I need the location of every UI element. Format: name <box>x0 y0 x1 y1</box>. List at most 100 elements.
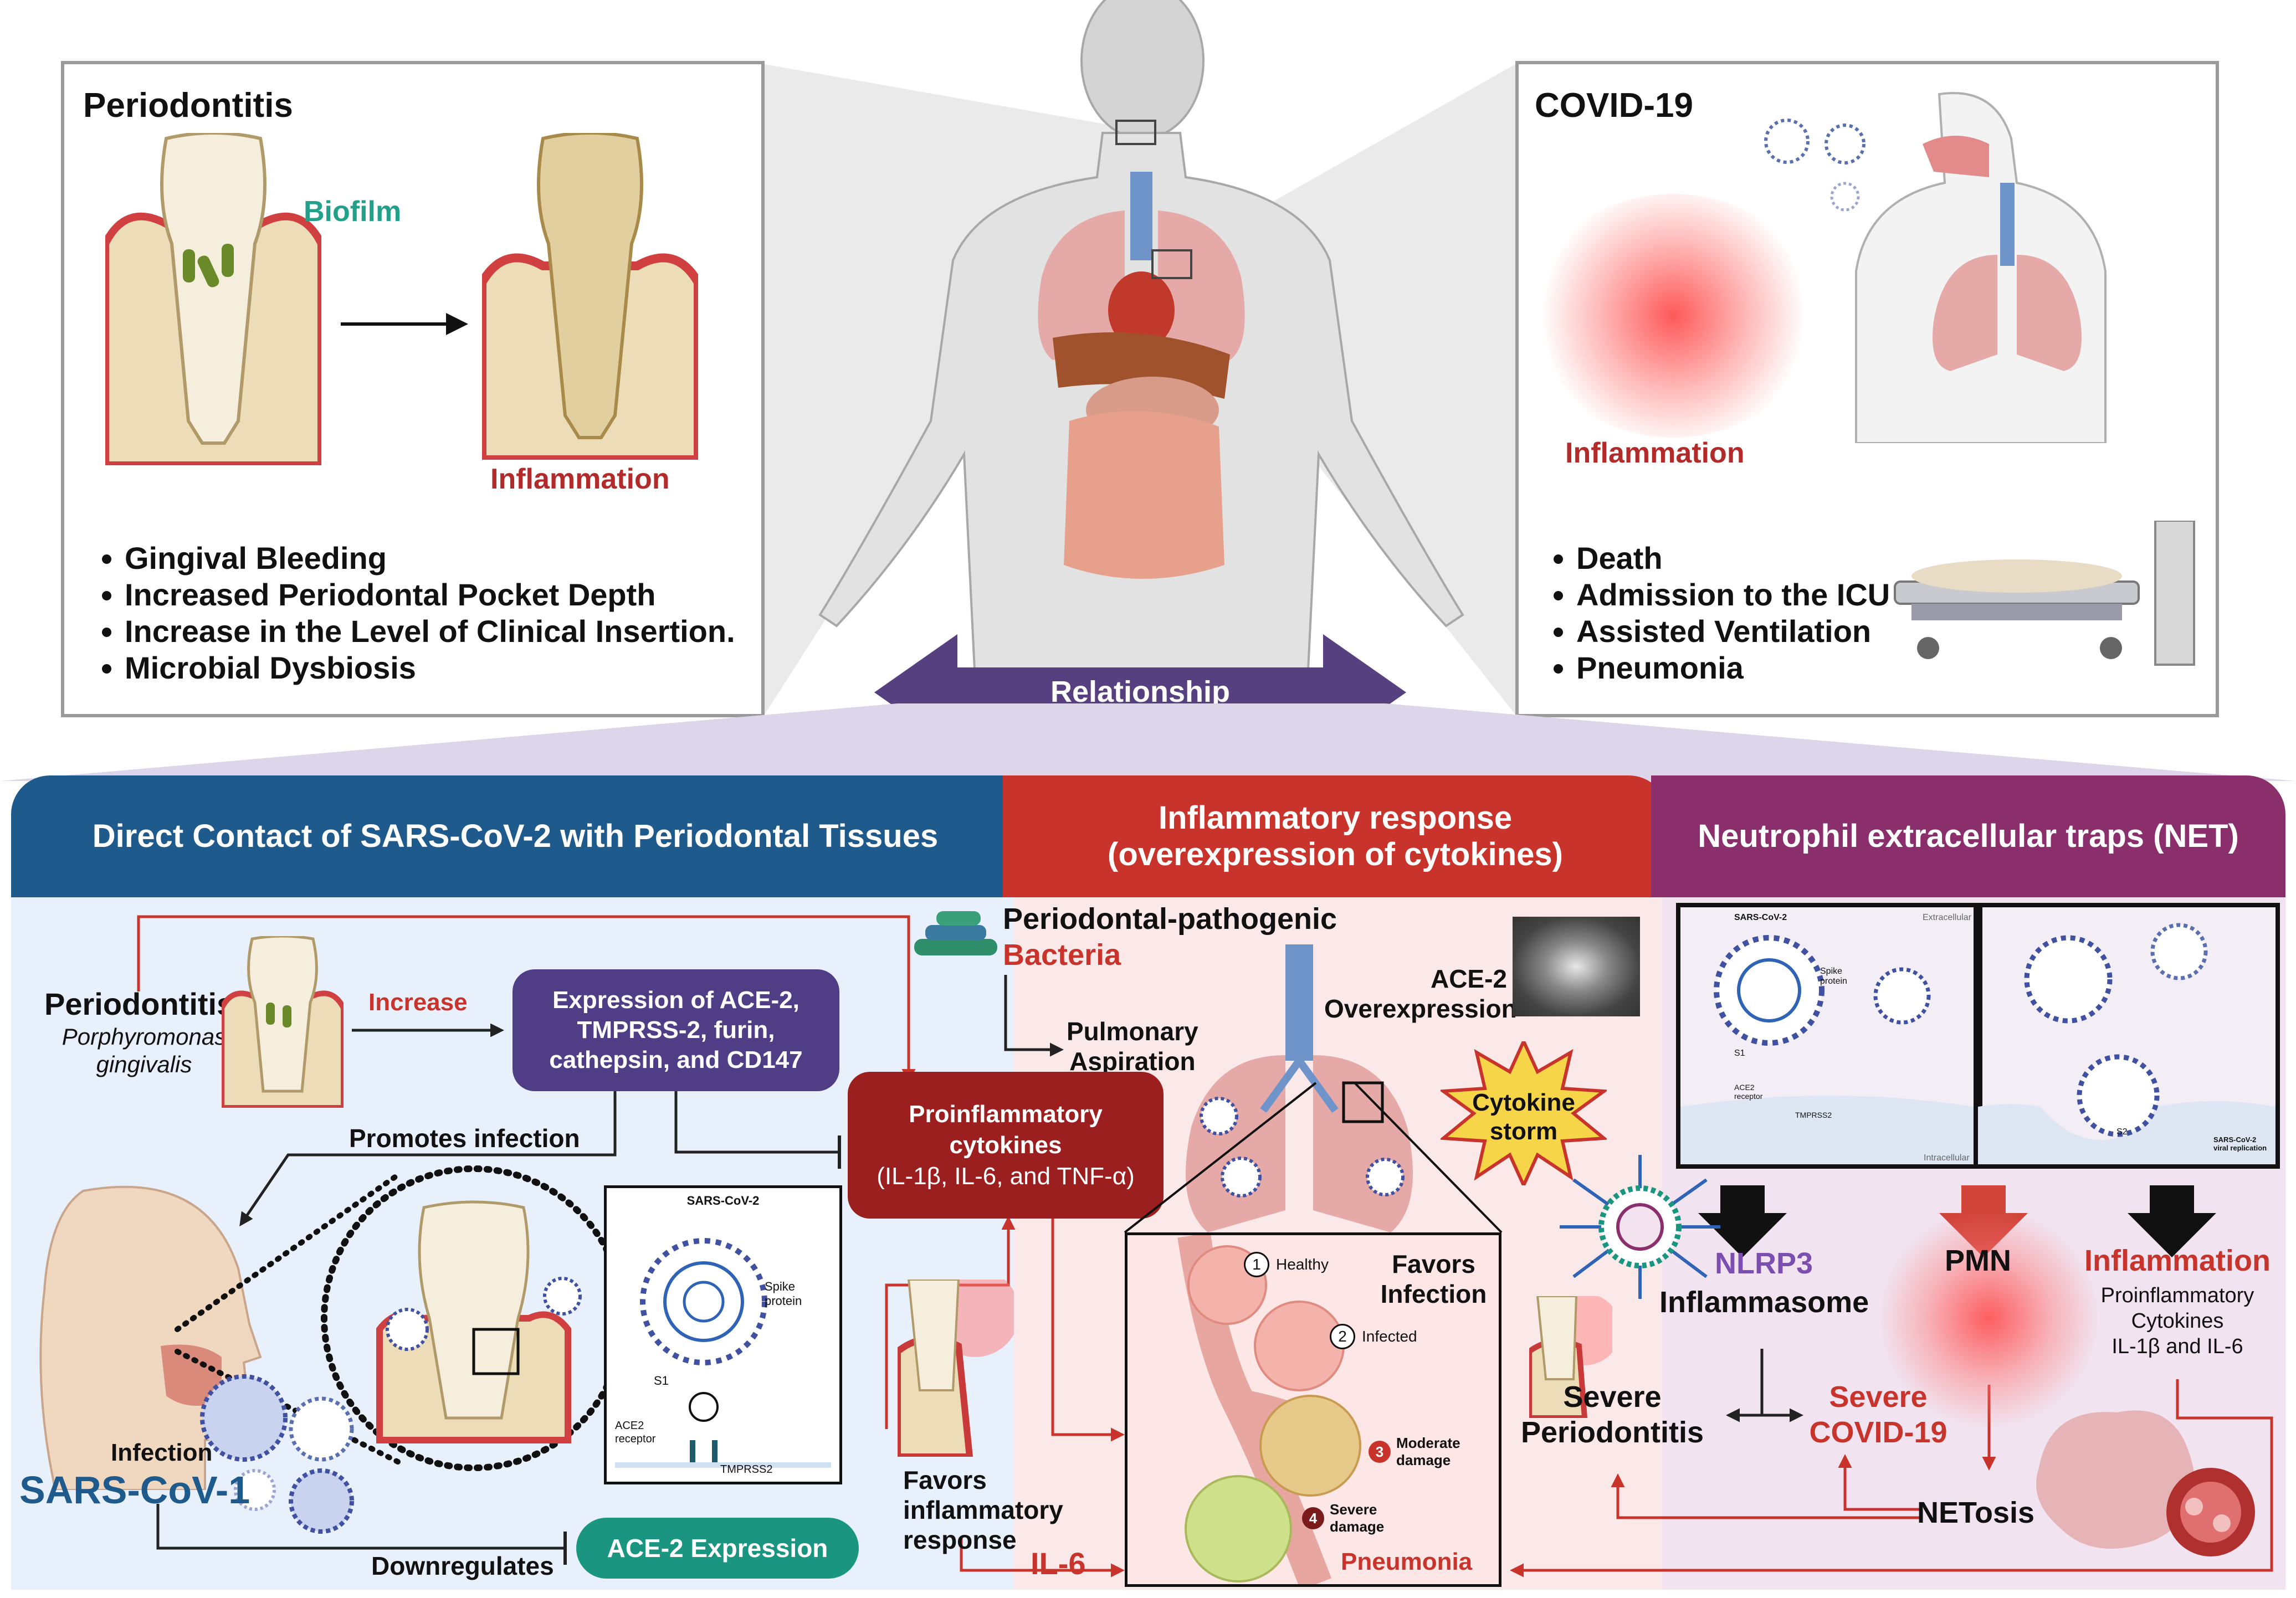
net-proinflammatory-label: Proinflammatory Cytokines IL-1β and IL-6 <box>2083 1283 2272 1359</box>
ace2-receptor-line1: ACE2 <box>615 1420 644 1432</box>
viral-replication-label: SARS-CoV-2 viral replication <box>2213 1135 2267 1152</box>
stage-number-badge: 3 <box>1369 1441 1391 1463</box>
virus-spike-diagram <box>615 1238 831 1468</box>
severe-covid-line2: COVID-19 <box>1809 1416 1948 1449</box>
severe-covid-label: Severe COVID-19 <box>1795 1379 1961 1450</box>
downregulates-label: Downregulates <box>371 1551 554 1580</box>
promotes-infection-label: Promotes infection <box>349 1124 580 1153</box>
ace2-expression-label: ACE-2 Expression <box>607 1534 828 1563</box>
ace2-receptor-line2: receptor <box>615 1433 656 1445</box>
inflammatory-band-label-line2: (overexpression of cytokines) <box>1108 836 1563 872</box>
nlrp3-label: NLRP3 <box>1715 1247 1813 1280</box>
right-spike-line2: protein <box>1820 977 1847 986</box>
inflammasome-label: Inflammasome <box>1659 1286 1869 1319</box>
ace2-overexpression-label: ACE-2 Overexpression <box>1324 964 1517 1024</box>
pulmonary-aspiration-line1: Pulmonary <box>1067 1017 1198 1046</box>
favors-inflammatory-line2: inflammatory <box>903 1496 1063 1524</box>
biofilm-label: Biofilm <box>304 196 402 228</box>
right-spike-protein-label: Spike protein <box>1820 967 1847 986</box>
net-inflammation-label: Inflammation <box>2084 1244 2271 1277</box>
netosis-cell-illustration <box>2036 1410 2255 1556</box>
pmn-glow <box>1878 1208 2100 1429</box>
bullet-item: Increase in the Level of Clinical Insert… <box>125 613 735 650</box>
cytokine-storm-line1: Cytokine <box>1472 1089 1575 1116</box>
relationship-label: Relationship <box>1050 675 1231 708</box>
net-proinflammatory-line1: Proinflammatory <box>2100 1284 2254 1307</box>
stage-number-badge: 1 <box>1244 1252 1269 1277</box>
covid-title: COVID-19 <box>1535 86 1693 125</box>
stage-number-badge: 2 <box>1330 1324 1355 1349</box>
net-band: Neutrophil extracellular traps (NET) <box>1651 775 2285 897</box>
inflammatory-band-label-line1: Inflammatory response <box>1158 800 1513 836</box>
cytokines-line1: Proinflammatory <box>909 1100 1103 1128</box>
favors-inflammatory-line3: response <box>903 1525 1017 1554</box>
ace2-expression-box: ACE-2 Expression <box>576 1518 859 1579</box>
net-starburst-icon <box>1560 1155 1720 1299</box>
cytokines-line3: (IL-1β, IL-6, and TNF-α) <box>877 1162 1135 1190</box>
net-proinflammatory-line2: Cytokines <box>2131 1309 2224 1333</box>
covid-bullets: Death Admission to the ICU Assisted Vent… <box>1538 540 1890 686</box>
periodontitis-tooth-icon <box>222 936 344 1108</box>
sars-cov-1-virus-cluster <box>200 1374 354 1534</box>
right-spike-line1: Spike <box>1820 967 1843 976</box>
tooth-biofilm-illustration <box>105 133 321 465</box>
cytokine-storm-starburst <box>1441 1041 1607 1185</box>
cytokine-storm-line2: storm <box>1489 1118 1558 1145</box>
favors-infection-line1: Favors <box>1392 1250 1475 1278</box>
infection-label: Infection <box>111 1439 213 1466</box>
inset-title: SARS-CoV-2 <box>686 1194 760 1208</box>
pmn-label: PMN <box>1945 1244 2011 1277</box>
ace2-label: ACE-2 <box>1430 964 1507 993</box>
s2-label: S2 <box>2116 1127 2128 1137</box>
right-tmprss2-label: TMPRSS2 <box>1795 1111 1832 1119</box>
periodontal-pathogenic-label: Periodontal-pathogenic <box>1003 902 1337 936</box>
inflammatory-band: Inflammatory response (overexpression of… <box>1003 775 1668 897</box>
periodontitis-bullets: Gingival Bleeding Increased Periodontal … <box>86 540 735 686</box>
bullet-item: Assisted Ventilation <box>1576 613 1890 650</box>
expression-box-line3: cathepsin, and CD147 <box>549 1046 803 1073</box>
zoom-circle-mouth <box>321 1165 627 1471</box>
inflamed-gum-illustration <box>898 1280 1014 1457</box>
stage-label: Healthy <box>1276 1256 1329 1273</box>
species-name-line1: Porphyromonas <box>62 1024 227 1050</box>
bullet-item: Microbial Dysbiosis <box>125 650 735 686</box>
stage-moderate: 3 Moderate damage <box>1369 1435 1496 1469</box>
inflammation-label-periodontitis: Inflammation <box>490 463 670 495</box>
netosis-label: NETosis <box>1917 1496 2035 1529</box>
bullet-item: Increased Periodontal Pocket Depth <box>125 577 735 613</box>
periodontitis-title: Periodontitis <box>83 86 293 125</box>
viral-replication-line1: SARS-CoV-2 <box>2213 1135 2257 1144</box>
right-s1-label: S1 <box>1734 1049 1745 1058</box>
bullet-item: Gingival Bleeding <box>125 540 735 577</box>
relationship-double-arrow[interactable] <box>874 634 1406 751</box>
bacteria-label: Bacteria <box>1003 938 1121 972</box>
increase-label: Increase <box>368 989 468 1016</box>
net-band-label: Neutrophil extracellular traps (NET) <box>1698 818 2239 854</box>
bullet-item: Death <box>1576 540 1890 577</box>
favors-inflammatory-label: Favors inflammatory response <box>903 1465 1063 1555</box>
spike-protein-line1: Spike <box>765 1280 796 1293</box>
pulmonary-aspiration-label: Pulmonary Aspiration <box>1067 1016 1198 1076</box>
inflammation-glow <box>1529 194 1817 438</box>
net-proinflammatory-line3: IL-1β and IL-6 <box>2112 1335 2243 1358</box>
right-ace2-line1: ACE2 <box>1734 1083 1755 1092</box>
spike-protein-line2: protein <box>765 1294 802 1308</box>
viral-replication-line2: viral replication <box>2213 1144 2267 1152</box>
right-ace2-receptor-label: ACE2 receptor <box>1734 1083 1762 1101</box>
microscopy-thumbnail <box>1513 917 1640 1016</box>
stage-healthy: 1 Healthy <box>1244 1252 1329 1277</box>
inflammation-label-covid: Inflammation <box>1565 437 1745 469</box>
progression-arrow <box>341 313 468 335</box>
ace2-receptor-label: ACE2 receptor <box>615 1419 655 1446</box>
bacteria-cluster-icon <box>914 911 997 955</box>
periodontitis-label: Periodontitis <box>44 986 234 1021</box>
body-figure-illustration <box>765 0 1515 715</box>
favors-infection-line2: Infection <box>1380 1280 1487 1308</box>
stage-infected: 2 Infected <box>1330 1324 1417 1349</box>
lungs-illustration <box>1186 944 1413 1232</box>
respiratory-system-illustration <box>1855 91 2107 443</box>
severe-periodontitis-label: Severe Periodontitis <box>1513 1379 1712 1450</box>
species-name-line2: gingivalis <box>96 1051 192 1077</box>
